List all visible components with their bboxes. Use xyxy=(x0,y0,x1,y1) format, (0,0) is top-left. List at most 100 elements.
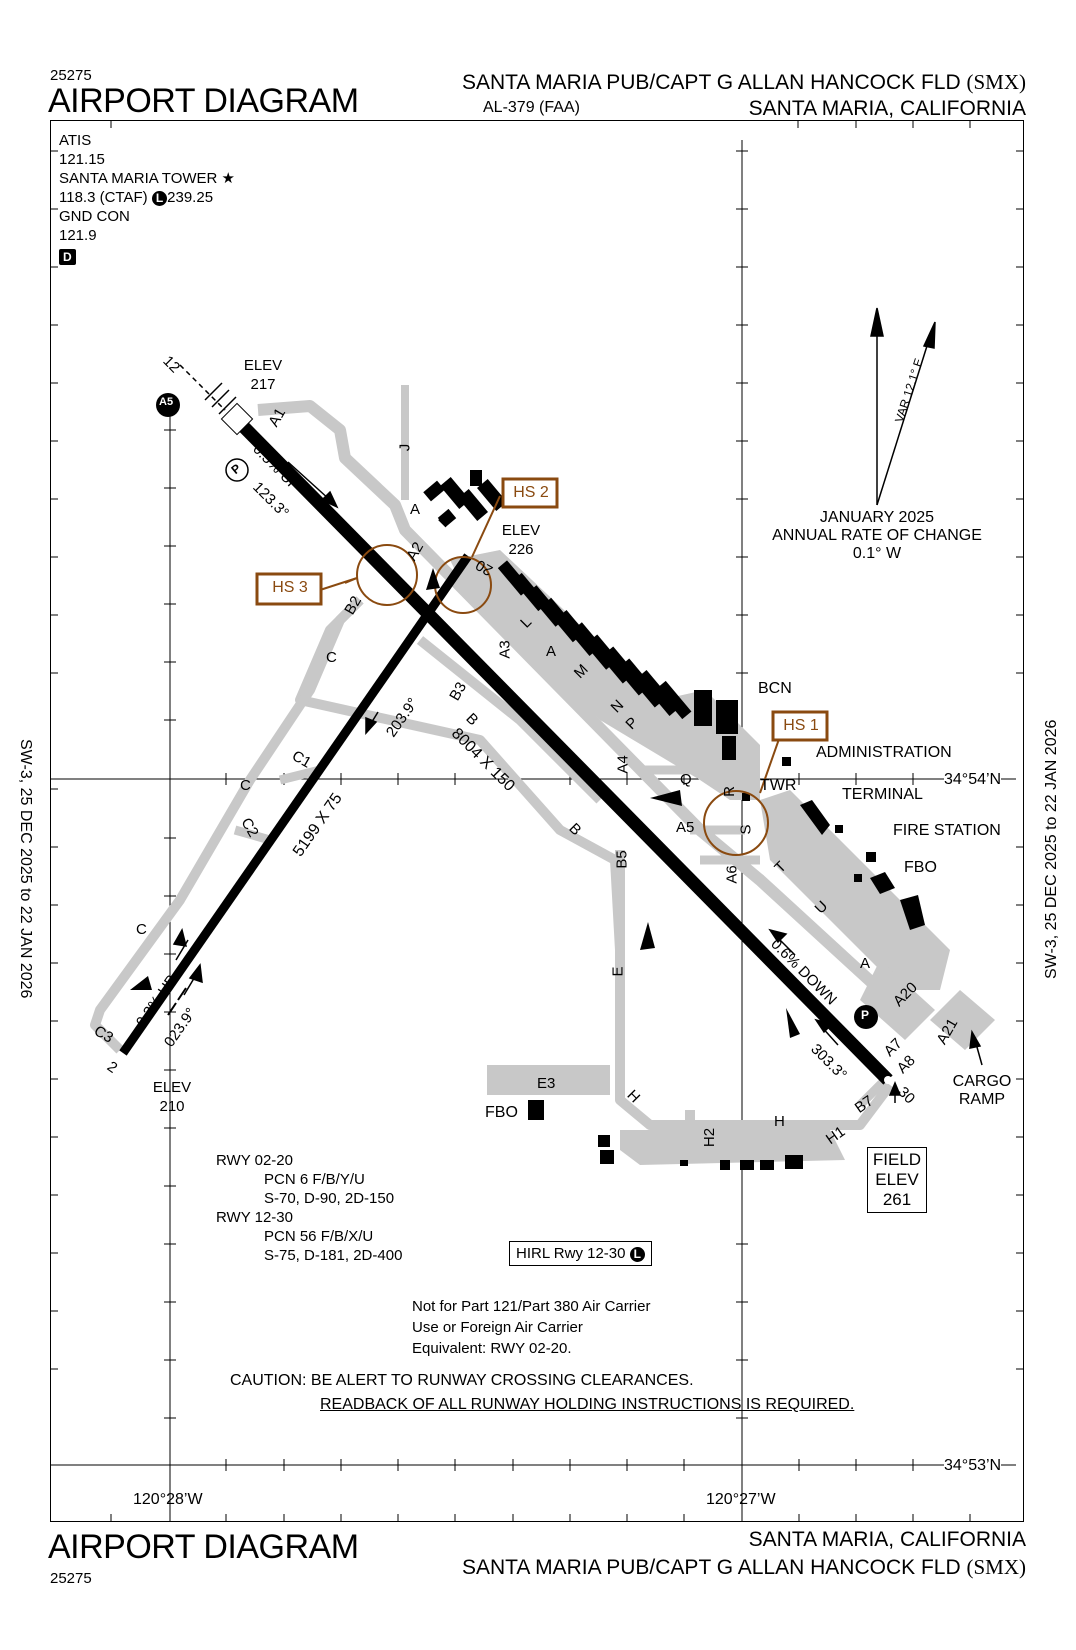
runway-12-30 xyxy=(220,402,893,1085)
lighting-l-icon: L xyxy=(151,191,168,206)
ground-label: GND CON xyxy=(59,208,130,225)
taxiway-label-c-1: C xyxy=(326,649,337,666)
taxiway-label-a4: A4 xyxy=(614,755,632,774)
note-line-1: Not for Part 121/Part 380 Air Carrier xyxy=(412,1298,651,1315)
taxiway-c xyxy=(90,596,364,1054)
wind-cone-2 xyxy=(640,922,655,950)
airport-id: (SMX) xyxy=(966,1555,1026,1579)
hot-spot-boxes xyxy=(255,477,829,742)
grid-ticks xyxy=(164,150,914,1471)
magnetic-date: JANUARY 2025 xyxy=(819,509,935,526)
terminal-label: TERMINAL xyxy=(842,786,923,803)
note-line-2: Use or Foreign Air Carrier xyxy=(412,1319,583,1336)
cargo-label-2: RAMP xyxy=(958,1091,1006,1108)
ground-frequency: 121.9 xyxy=(59,227,97,244)
south-ramp xyxy=(620,1130,845,1165)
rwy-02-20-weights: S-70, D-90, 2D-150 xyxy=(264,1190,395,1207)
elev-label: ELEV xyxy=(152,1079,192,1096)
caution-line-2: READBACK OF ALL RUNWAY HOLDING INSTRUCTI… xyxy=(320,1396,855,1413)
frame-ticks xyxy=(50,120,1024,1522)
elev-210: ELEV 210 xyxy=(152,1078,192,1116)
parking-circle-1 xyxy=(225,458,249,482)
star-icon: ★ xyxy=(221,170,235,187)
airport-name: SANTA MARIA PUB/CAPT G ALLAN HANCOCK FLD xyxy=(461,71,961,94)
caution-line-1: CAUTION: BE ALERT TO RUNWAY CROSSING CLE… xyxy=(230,1372,694,1389)
taxiway-label-e: E xyxy=(609,966,627,977)
lon-left: 120°28’W xyxy=(133,1491,203,1508)
field-elevation-box: FIELD ELEV 261 xyxy=(867,1147,927,1213)
true-north-arrow xyxy=(870,307,884,337)
cargo-label-1: CARGO xyxy=(952,1073,1012,1090)
parking-circle-2 xyxy=(854,1005,878,1029)
taxiway-label-c-2: C xyxy=(240,777,251,794)
frequencies-block: ATIS 121.15 SANTA MARIA TOWER ★ 118.3 (C… xyxy=(59,131,235,266)
rwy-12-30-pcn: PCN 56 F/B/X/U xyxy=(264,1228,374,1245)
tower-label: SANTA MARIA TOWER xyxy=(59,170,218,187)
elev-label: ELEV xyxy=(501,522,541,539)
lighting-l-icon: L xyxy=(629,1247,645,1262)
terminal-building xyxy=(800,800,830,835)
taxiway-label-h-2: H xyxy=(774,1113,785,1130)
airport-name-top: SANTA MARIA PUB/CAPT G ALLAN HANCOCK FLD… xyxy=(462,70,1026,95)
administration-label: ADMINISTRATION xyxy=(816,744,952,761)
atis-frequency: 121.15 xyxy=(59,151,105,168)
carrier-notes: Not for Part 121/Part 380 Air Carrier Us… xyxy=(412,1296,650,1359)
a20-ramp xyxy=(860,960,935,1040)
buildings xyxy=(423,470,925,1170)
tower-building-label: TWR xyxy=(760,777,797,794)
taxiway-label-c-3: C xyxy=(136,921,147,938)
t-hangars xyxy=(497,560,692,720)
airport-id: (SMX) xyxy=(966,70,1026,94)
rwy-12-30-weights: S-75, D-181, 2D-400 xyxy=(264,1247,403,1264)
lat-upper: 34°54’N xyxy=(944,771,1002,789)
wind-cone-4 xyxy=(130,976,152,990)
hot-spot-3-circle xyxy=(356,544,418,606)
annual-change-value: 0.1° W xyxy=(852,545,902,562)
runway-arrows xyxy=(172,461,983,1103)
taxiway-network xyxy=(90,385,909,1150)
taxiway-label-a6: A6 xyxy=(723,865,741,884)
lat-lower: 34°53’N xyxy=(944,1457,1002,1475)
taxiway-label-a3: A3 xyxy=(496,640,514,659)
diagram-frame xyxy=(50,120,1024,1522)
taxiway-label-a-mid: A xyxy=(546,643,557,660)
taxiway-c2 xyxy=(233,825,272,845)
taxiway-b7 xyxy=(856,1076,889,1109)
doc-number-top: 25275 xyxy=(50,67,92,84)
tower-line: SANTA MARIA TOWER ★ xyxy=(59,169,235,188)
hot-spot-1-label: HS 1 xyxy=(783,717,819,734)
rwy-12-30-heading: RWY 12-30 xyxy=(216,1209,293,1226)
north-arrows xyxy=(870,307,936,506)
north-ramp xyxy=(450,550,760,800)
a5-waypoint-label: A5 xyxy=(159,396,174,408)
airport-name-bottom: SANTA MARIA PUB/CAPT G ALLAN HANCOCK FLD… xyxy=(462,1555,1026,1580)
city-state-bottom: SANTA MARIA, CALIFORNIA xyxy=(748,1528,1026,1551)
annual-change-label: ANNUAL RATE OF CHANGE xyxy=(772,527,982,544)
class-d-icon: D xyxy=(59,249,76,265)
atis-label: ATIS xyxy=(59,132,92,149)
cargo-ramp xyxy=(930,990,995,1050)
fbo-east-label: FBO xyxy=(904,859,937,876)
lon-right: 120°27’W xyxy=(706,1491,776,1508)
field-elev-label-1: FIELD xyxy=(872,1150,922,1169)
cargo-ramp-label: CARGO RAMP xyxy=(949,1073,1015,1109)
page-title-bottom: AIRPORT DIAGRAM xyxy=(48,1528,359,1566)
hot-spot-1-circle xyxy=(703,790,769,856)
taxiway-label-e3: E3 xyxy=(537,1075,556,1092)
field-elev-value: 261 xyxy=(882,1190,912,1209)
elev-value: 217 xyxy=(250,376,276,393)
elev-label: ELEV xyxy=(243,357,283,374)
hold-lines xyxy=(167,987,187,1016)
doc-number-bottom: 25275 xyxy=(50,1570,92,1587)
taxiway-e xyxy=(615,850,894,1130)
taxiway-label-j: J xyxy=(396,443,414,452)
airport-name: SANTA MARIA PUB/CAPT G ALLAN HANCOCK FLD xyxy=(461,1556,961,1579)
procedure-id: AL-379 (FAA) xyxy=(483,99,580,116)
hirl-label: HIRL Rwy 12-30 xyxy=(516,1245,626,1262)
runway-info: RWY 02-20 PCN 6 F/B/Y/U S-70, D-90, 2D-1… xyxy=(216,1151,402,1265)
page-title-top: AIRPORT DIAGRAM xyxy=(48,82,359,120)
taxiway-label-a-north: A xyxy=(410,501,421,518)
runway-02-20 xyxy=(119,553,472,1056)
